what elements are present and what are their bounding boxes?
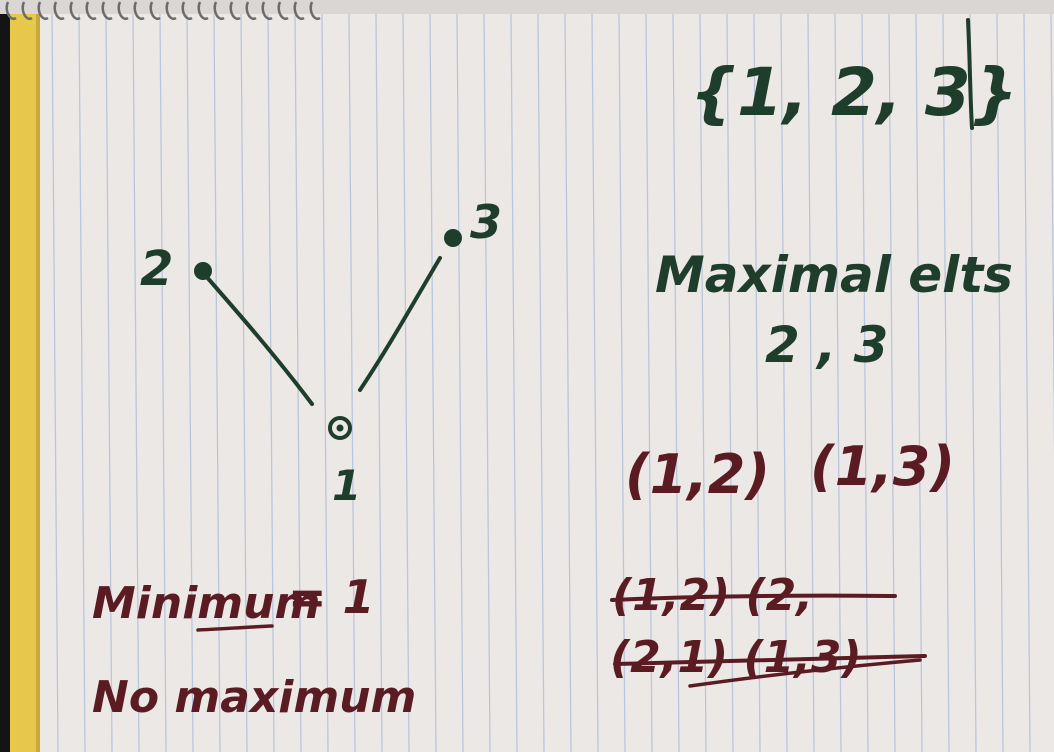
- ruled-line: [267, 13, 275, 752]
- ruled-line: [402, 13, 410, 752]
- set-notation: {1, 2, 3}: [690, 54, 1018, 131]
- ruled-line: [672, 13, 680, 752]
- edge-1-3: [358, 256, 442, 392]
- ink-divider-line: [966, 18, 974, 130]
- ruled-line: [78, 13, 86, 752]
- ruled-line: [564, 13, 572, 752]
- spiral-strip: [0, 0, 1054, 14]
- spiral-coil: [293, 1, 305, 21]
- spiral-coil: [149, 1, 161, 21]
- spiral-coil: [133, 1, 145, 21]
- binding-shadow: [36, 0, 40, 752]
- no-maximum: No maximum: [92, 672, 416, 723]
- ruled-line: [780, 13, 788, 752]
- ruled-line: [618, 13, 626, 752]
- pair-1-2: (1,2): [625, 443, 770, 506]
- ruled-line: [429, 13, 437, 752]
- spiral-coil: [277, 1, 289, 21]
- ruled-line: [834, 13, 842, 752]
- node-2-label: 2: [140, 241, 173, 297]
- spiral-coil: [181, 1, 193, 21]
- spiral-coil: [85, 1, 97, 21]
- ruled-line: [807, 13, 815, 752]
- minimum-underline: [196, 624, 274, 632]
- ruled-line: [510, 13, 518, 752]
- pair-1-3: (1,3): [810, 435, 955, 498]
- ruled-line: [888, 13, 896, 752]
- node-1-label: 1: [332, 461, 361, 510]
- node-3-dot: [444, 229, 462, 247]
- ruled-line: [348, 13, 356, 752]
- spiral-coil: [165, 1, 177, 21]
- spiral-coil: [37, 1, 49, 21]
- spiral-coil: [101, 1, 113, 21]
- spiral-coil: [197, 1, 209, 21]
- minimum-word: Minimum: [92, 578, 320, 629]
- strike-line-3: [688, 658, 922, 688]
- ruled-line: [699, 13, 707, 752]
- spiral-binding: [5, 1, 321, 21]
- spiral-coil: [213, 1, 225, 21]
- node-1-ring: [328, 416, 352, 440]
- ruled-line: [1050, 13, 1054, 463]
- ruled-line: [591, 13, 599, 752]
- strike-line-1: [610, 593, 897, 602]
- ruled-line: [375, 13, 383, 752]
- dark-edge: [0, 0, 10, 752]
- ruled-line: [132, 13, 140, 752]
- ruled-line: [753, 13, 761, 752]
- spiral-coil: [229, 1, 241, 21]
- ruled-line: [861, 13, 869, 752]
- ruled-line: [159, 13, 167, 752]
- node-3-label: 3: [470, 195, 502, 249]
- strike-line-2: [613, 654, 927, 666]
- ruled-line: [483, 13, 491, 752]
- yellow-binding-edge: [10, 0, 38, 752]
- spiral-coil: [53, 1, 65, 21]
- node-2-dot: [194, 262, 212, 280]
- edge-1-2: [203, 273, 314, 406]
- ruled-line: [105, 13, 113, 752]
- ruled-line: [456, 13, 464, 752]
- ruled-line: [996, 13, 1004, 752]
- ruled-line: [942, 13, 950, 752]
- ruled-line: [726, 13, 734, 752]
- spiral-coil: [309, 1, 321, 21]
- spiral-coil: [117, 1, 129, 21]
- maximal-values: 2 , 3: [765, 316, 888, 374]
- spiral-coil: [21, 1, 33, 21]
- ruled-line: [969, 13, 977, 752]
- ruled-line: [321, 13, 329, 752]
- spiral-coil: [261, 1, 273, 21]
- ruled-line: [915, 13, 923, 752]
- spiral-coil: [5, 1, 17, 21]
- spiral-coil: [245, 1, 257, 21]
- ruled-line: [186, 13, 194, 752]
- ruled-line: [51, 13, 59, 752]
- spiral-coil: [69, 1, 81, 21]
- maximal-heading: Maximal elts: [655, 246, 1013, 304]
- ruled-line: [1023, 13, 1031, 752]
- ruled-line: [645, 13, 653, 752]
- node-1-center: [336, 424, 344, 432]
- ruled-line: [537, 13, 545, 752]
- minimum-value: = 1: [288, 570, 375, 624]
